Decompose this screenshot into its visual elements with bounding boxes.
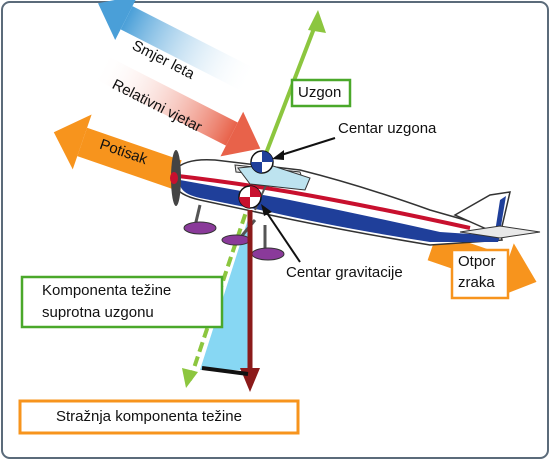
lift-label: Uzgon	[298, 84, 342, 101]
drag-label-box	[450, 248, 510, 300]
center-of-gravity-marker	[238, 185, 262, 209]
flight-direction-arrow	[98, 0, 258, 93]
weight-component-arrowhead	[182, 368, 198, 388]
center-of-lift-leader	[277, 137, 336, 157]
weight-component-label-line1: Komponenta težine	[42, 282, 172, 299]
relative-wind-arrow	[92, 54, 261, 157]
drag-label-line1: Otpor	[458, 253, 496, 270]
center-of-gravity-leader	[264, 209, 301, 263]
thrust-arrow	[53, 114, 182, 189]
rearward-weight-label: Stražnja komponenta težine	[56, 408, 242, 425]
lift-label-box	[290, 78, 352, 108]
rearward-weight-label-box	[18, 399, 300, 435]
center-of-lift-marker	[250, 150, 274, 174]
weight-component-triangle	[200, 213, 250, 370]
drag-label-line2: zraka	[458, 274, 495, 291]
lift-arrowhead	[308, 10, 326, 33]
weight-component-label-box	[20, 275, 224, 329]
center-of-gravity-label: Centar gravitacije	[286, 264, 403, 281]
center-of-lift-label: Centar uzgona	[338, 120, 437, 137]
weight-component-label-line2: suprotna uzgonu	[42, 304, 154, 321]
rearward-weight-component-line	[201, 366, 249, 376]
